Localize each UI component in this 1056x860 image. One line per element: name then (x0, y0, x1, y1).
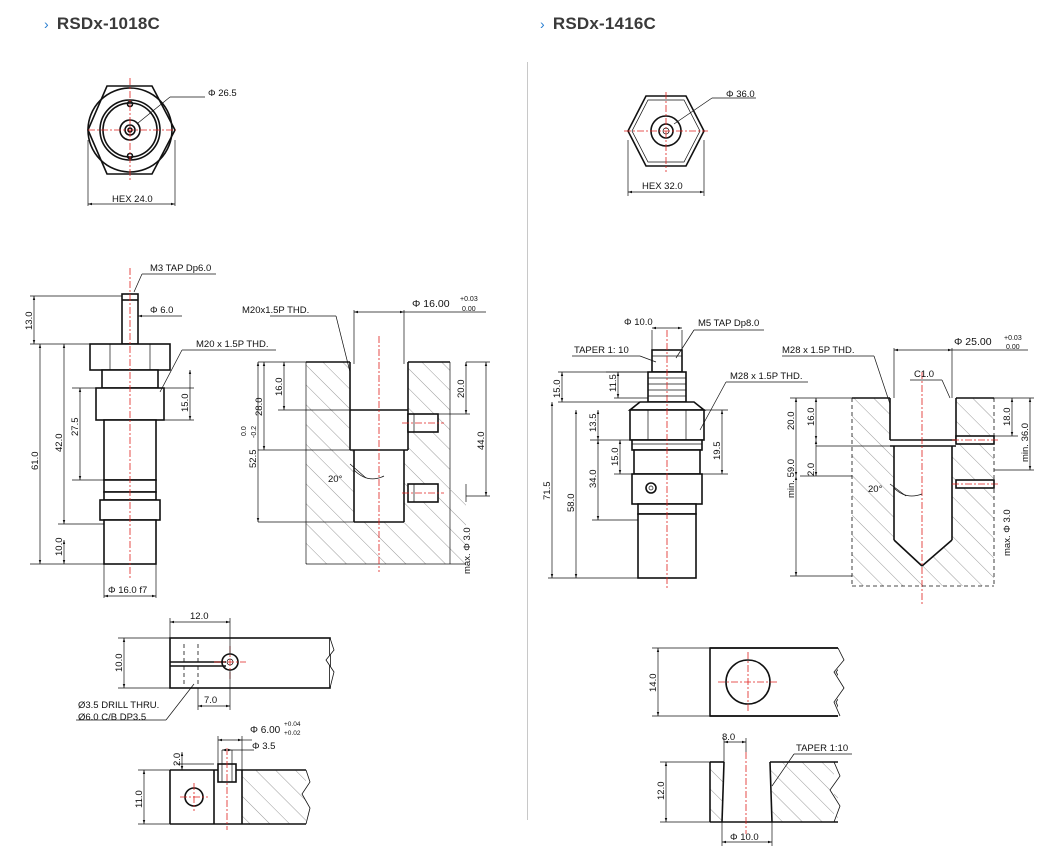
left-mount-d28: 28.0 (254, 398, 265, 417)
left-mount-bore-dia: Φ 16.00 (412, 298, 450, 310)
right-side-d195: 19.5 (712, 442, 723, 461)
right-clamp-block: 14.0 (648, 646, 858, 718)
right-side-d715: 71.5 (542, 482, 553, 501)
right-taper-d8: 8.0 (722, 732, 735, 743)
left-side-d61: 61.0 (30, 452, 41, 471)
right-side-stem-dia: Φ 10.0 (624, 317, 653, 328)
right-mount-bore-dia: Φ 25.00 (954, 336, 992, 348)
left-side-bottom-dia: Φ 16.0 f7 (108, 585, 147, 596)
left-pin-section: Φ 6.00 +0.04 +0.02 Φ 3.5 2.0 11.0 (134, 721, 311, 830)
right-side-d135: 13.5 (588, 414, 599, 433)
left-pin-d11: 11.0 (134, 790, 145, 808)
right-mount-tol-lower: 0.00 (1006, 344, 1020, 351)
left-side-d42: 42.0 (54, 434, 65, 453)
left-side-stem-dia-label: Φ 6.0 (150, 305, 173, 316)
left-mount-d525-tol-lower: -0.2 (251, 426, 258, 438)
left-pin-d2: 2.0 (172, 753, 183, 766)
chevron-right-icon: › (44, 16, 49, 32)
right-side-view: Φ 10.0 M5 TAP Dp8.0 TAPER 1: 10 M28 x 1.… (542, 317, 808, 588)
right-mount-section: 20° M28 x 1.5P THD. Φ 25.00 +0.03 0.00 C… (782, 335, 1034, 604)
left-pin-dia35: Φ 3.5 (252, 741, 275, 752)
column-divider (527, 62, 528, 820)
right-top-dia-label: Φ 36.0 (726, 89, 755, 100)
left-top-view: Φ 26.5 HEX 24.0 (87, 78, 237, 206)
right-mount-d16: 16.0 (806, 408, 817, 427)
left-clamp-drill1: Ø3.5 DRILL THRU. (78, 700, 159, 711)
right-side-d115: 11.5 (608, 374, 619, 392)
left-mount-d44: 44.0 (476, 432, 487, 451)
left-mount-section: 20° M20x1.5P THD. Φ 16.00 +0.03 0.00 28.… (241, 296, 490, 574)
right-model-name: RSDx-1416C (552, 14, 656, 33)
right-taper-bottom-dia: Φ 10.0 (730, 832, 759, 843)
left-mount-thread: M20x1.5P THD. (242, 305, 309, 316)
right-side-taper: TAPER 1: 10 (574, 345, 629, 356)
left-clamp-d10: 10.0 (114, 654, 125, 673)
right-mount-d20: 20.0 (786, 412, 797, 431)
left-side-thread-label: M20 x 1.5P THD. (196, 339, 269, 350)
right-mount-d18: 18.0 (1002, 408, 1013, 427)
right-side-thread: M28 x 1.5P THD. (730, 371, 803, 382)
right-side-d15: 15.0 (552, 380, 563, 399)
left-side-d15: 15.0 (180, 394, 191, 413)
left-clamp-d12: 12.0 (190, 611, 209, 622)
right-side-d15b: 15.0 (610, 448, 621, 467)
right-mount-max-dia: max. Φ 3.0 (1002, 509, 1013, 556)
left-side-d13: 13.0 (24, 312, 35, 331)
left-mount-d20: 20.0 (456, 380, 467, 399)
left-model-name: RSDx-1018C (56, 14, 160, 33)
right-taper-d12: 12.0 (656, 782, 667, 801)
left-side-d275: 27.5 (70, 418, 81, 437)
left-mount-d525: 52.5 (248, 450, 259, 469)
right-side-d34: 34.0 (588, 470, 599, 489)
right-side-tap: M5 TAP Dp8.0 (698, 318, 759, 329)
right-mount-d36: min. 36.0 (1020, 423, 1031, 462)
left-pin-tol-upper: +0.04 (284, 721, 301, 728)
left-mount-max-dia: max. Φ 3.0 (462, 527, 473, 574)
left-mount-d525-tol-upper: 0.0 (241, 426, 248, 436)
right-taper-section: 8.0 TAPER 1:10 12.0 Φ 10.0 (656, 732, 852, 846)
left-side-tap-label: M3 TAP Dp6.0 (150, 263, 211, 274)
right-mount-chamfer: C1.0 (914, 369, 934, 380)
left-mount-tol-upper: +0.03 (460, 296, 478, 303)
right-mount-d59: min. 59.0 (786, 459, 797, 498)
right-mount-angle: 20° (868, 484, 883, 495)
right-model-title: › RSDx-1416C (540, 14, 656, 34)
right-mount-tol-upper: +0.03 (1004, 335, 1022, 342)
chevron-right-icon: › (540, 16, 545, 32)
left-mount-tol-lower: 0.00 (462, 306, 476, 313)
left-pin-tol-lower: +0.02 (284, 730, 301, 737)
left-pin-dia6: Φ 6.00 (250, 725, 281, 736)
left-model-title: › RSDx-1018C (44, 14, 160, 34)
left-side-d10: 10.0 (54, 538, 65, 557)
left-mount-d16: 16.0 (274, 378, 285, 397)
left-top-dia-label: Φ 26.5 (208, 88, 237, 99)
right-top-hex-label: HEX 32.0 (642, 181, 683, 192)
right-mount-thread: M28 x 1.5P THD. (782, 345, 855, 356)
right-taper-label: TAPER 1:10 (796, 743, 848, 754)
left-clamp-plate: 12.0 10.0 7.0 Ø3.5 DRILL THRU. Ø6.0 C/B … (76, 611, 335, 723)
left-side-view: M3 TAP Dp6.0 Φ 6.0 M20 x 1.5P THD. 13.0 … (24, 263, 276, 598)
left-top-hex-label: HEX 24.0 (112, 194, 153, 205)
left-mount-angle: 20° (328, 474, 343, 485)
left-clamp-d7: 7.0 (204, 695, 217, 706)
right-mount-d2: 2.0 (806, 463, 817, 476)
right-clamp-d14: 14.0 (648, 674, 659, 693)
right-top-view: Φ 36.0 HEX 32.0 (624, 89, 756, 196)
right-side-d58: 58.0 (566, 494, 577, 513)
left-clamp-drill2: Ø6.0 C/B DP3.5 (78, 712, 146, 723)
